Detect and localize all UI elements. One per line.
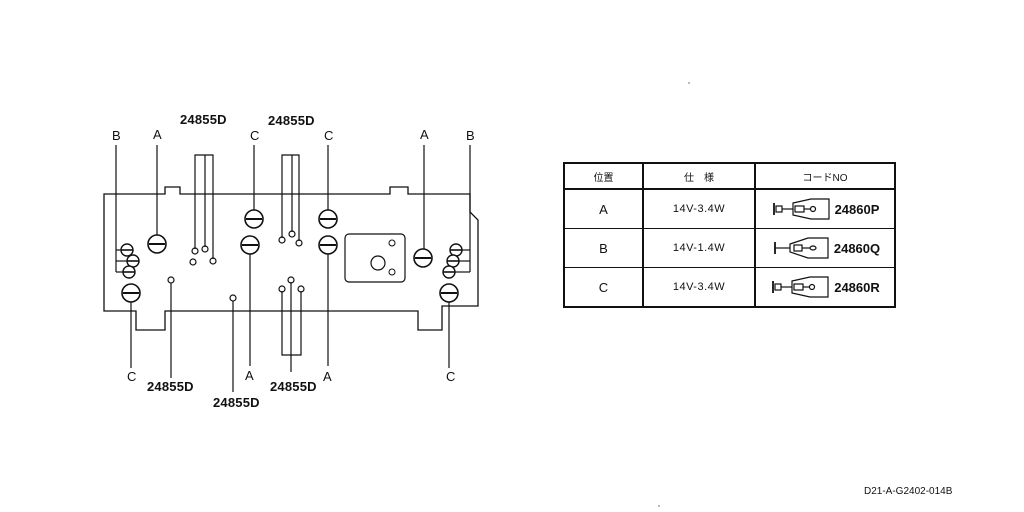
- part-label-bottom-left: 24855D: [147, 379, 194, 394]
- bulb-label-c-top-right: C: [324, 128, 333, 143]
- drawing-number: D21-A-G2402-014B: [864, 486, 953, 497]
- bulb-socket-a-right-mid: [318, 235, 338, 255]
- cell-position: B: [563, 228, 644, 268]
- bulb-label-a-left: A: [153, 127, 162, 142]
- meter-housing-outline: [103, 186, 479, 331]
- gauge-mount-screw: [388, 239, 396, 247]
- cell-spec: 14V-1.4W: [642, 228, 756, 268]
- cell-spec: 14V-3.4W: [642, 267, 756, 308]
- table-row: B 14V-1.4W 24860Q: [563, 228, 896, 268]
- bulb-socket-c-right: [439, 283, 459, 303]
- bulb-label-b-right: B: [466, 128, 475, 143]
- bulb-type-c-icon: [772, 276, 829, 298]
- leader-lines: [115, 145, 471, 392]
- bulb-label-c-top-left: C: [250, 128, 259, 143]
- code-number: 24860P: [834, 201, 880, 217]
- bulb-socket-b-left-2: [126, 254, 140, 268]
- cell-code: 24860R: [754, 267, 896, 308]
- table-header-row: 位置 仕 様 コードNO: [563, 162, 896, 190]
- bulb-label-c-bottom-left: C: [127, 369, 136, 384]
- gauge-mount: [344, 233, 406, 283]
- code-number: 24860Q: [833, 240, 881, 256]
- table-row: A 14V-3.4W 24860P: [563, 188, 896, 229]
- bulb-socket-b-right-3: [442, 265, 456, 279]
- bulb-socket-b-right-1: [449, 243, 463, 257]
- cell-code: 24860Q: [754, 228, 896, 268]
- bulb-socket-c-top-right: [318, 209, 338, 229]
- bulb-socket-b-left-1: [120, 243, 134, 257]
- bulb-socket-c-left: [121, 283, 141, 303]
- part-label-top-left: 24855D: [180, 112, 227, 127]
- bulb-label-a-right: A: [420, 127, 429, 142]
- bulb-type-a-icon: [772, 198, 830, 220]
- bulb-socket-b-left-3: [122, 265, 136, 279]
- gauge-mount-hole: [370, 255, 386, 271]
- bulb-label-a-bottom-right: A: [323, 369, 332, 384]
- bulb-socket-a-mid: [240, 235, 260, 255]
- scan-speck: [688, 82, 690, 84]
- cell-position: A: [563, 188, 644, 229]
- small-socket: [167, 230, 305, 302]
- cell-position: C: [563, 267, 644, 308]
- part-label-top-right: 24855D: [268, 113, 315, 128]
- bulb-socket-a-right: [413, 248, 433, 268]
- bulb-label-b-left: B: [112, 128, 121, 143]
- bulb-spec-table: 位置 仕 様 コードNO A 14V-3.4W: [563, 162, 896, 308]
- gauge-mount-screw: [388, 268, 396, 276]
- bulb-label-c-bottom-right: C: [446, 369, 455, 384]
- cell-spec: 14V-3.4W: [642, 188, 756, 229]
- part-label-bottom-mid: 24855D: [213, 395, 260, 410]
- bulb-socket-c-top-left: [244, 209, 264, 229]
- code-number: 24860R: [834, 279, 880, 295]
- table-row: C 14V-3.4W 24860R: [563, 267, 896, 308]
- bulb-socket-a-left: [147, 234, 167, 254]
- part-label-bottom-right: 24855D: [270, 379, 317, 394]
- bulb-label-a-bottom-mid: A: [245, 368, 254, 383]
- bulb-type-b-icon: [773, 237, 829, 259]
- header-position: 位置: [563, 162, 644, 190]
- header-code: コードNO: [754, 162, 896, 190]
- bulb-socket-b-right-2: [446, 254, 460, 268]
- header-spec: 仕 様: [642, 162, 756, 190]
- scan-speck: [658, 505, 660, 507]
- cell-code: 24860P: [754, 188, 896, 229]
